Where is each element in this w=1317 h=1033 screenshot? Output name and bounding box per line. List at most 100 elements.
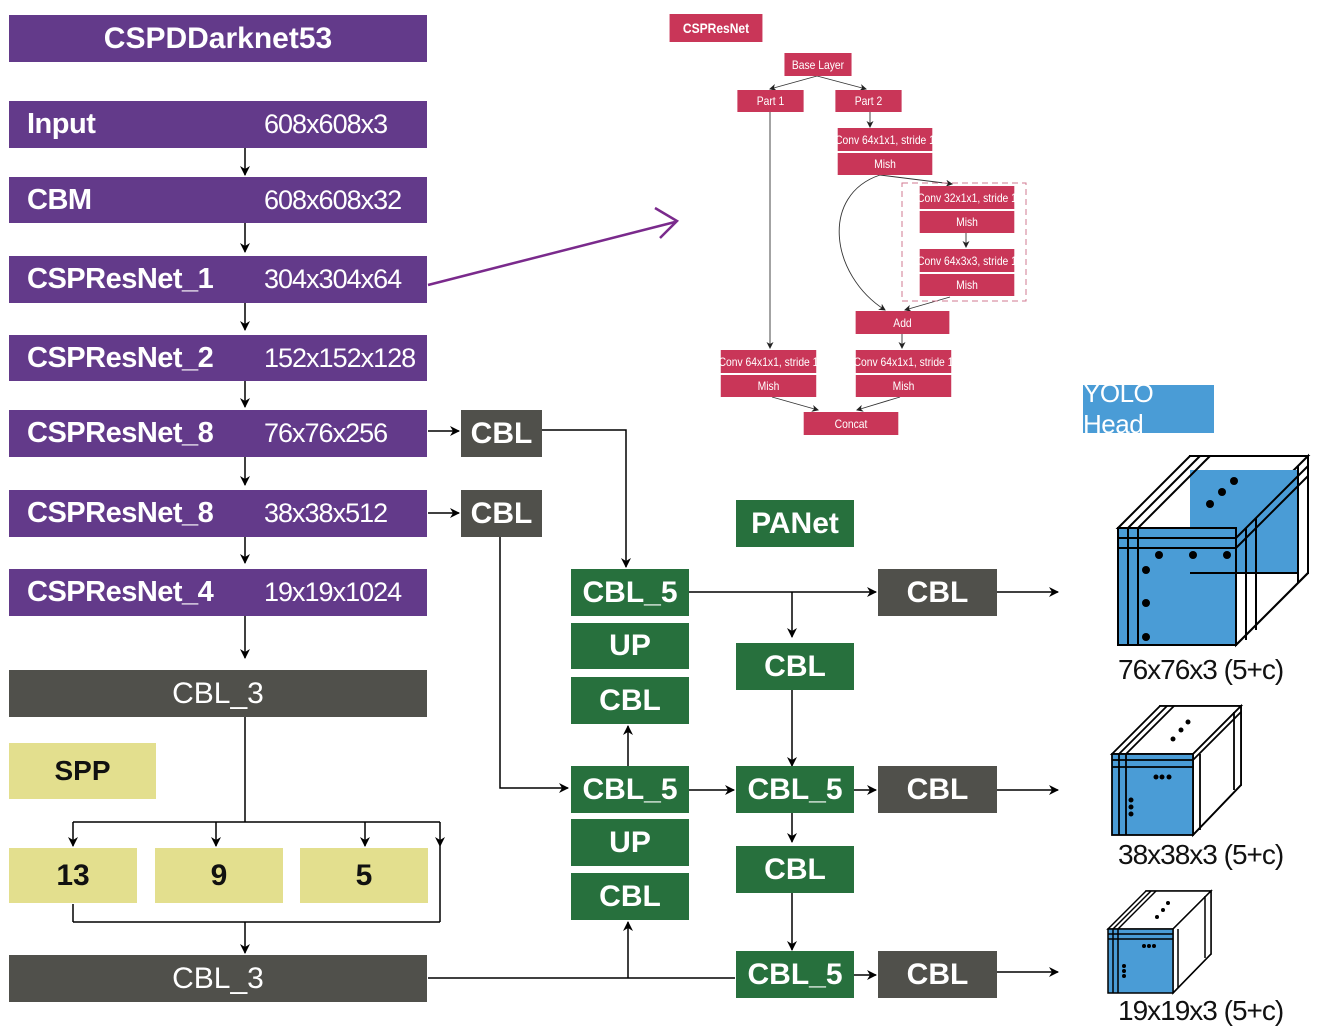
backbone-layer-cspresnet-8-b: CSPResNet_8 38x38x512 bbox=[9, 490, 427, 537]
side-cbl-38: CBL bbox=[461, 490, 542, 537]
layer-name: Input bbox=[27, 108, 96, 140]
backbone-layer-cspresnet-8-a: CSPResNet_8 76x76x256 bbox=[9, 410, 427, 457]
backbone-layer-cbm: CBM 608x608x32 bbox=[9, 177, 427, 223]
yolo-output-76-caption: 76x76x3 (5+c) bbox=[1118, 654, 1284, 685]
spp-pool-9: 9 bbox=[155, 848, 283, 903]
conv-b: Conv 32x1x1, stride 1 bbox=[917, 186, 1017, 209]
mish-left-text: Mish bbox=[757, 379, 780, 393]
conv-a: Conv 64x1x1, stride 1 bbox=[835, 128, 935, 151]
mish-b-text: Mish bbox=[956, 215, 978, 229]
conv-right-text: Conv 64x1x1, stride 1 bbox=[853, 354, 954, 369]
yolo-head-title: YOLO Head bbox=[1083, 378, 1214, 439]
yolo-output-38-caption: 38x38x3 (5+c) bbox=[1118, 839, 1284, 870]
conv-left: Conv 64x1x1, stride 1 bbox=[718, 350, 819, 373]
conv-c: Conv 64x3x3, stride 1 bbox=[917, 249, 1017, 272]
concat: Concat bbox=[803, 412, 899, 435]
mish-a-text: Mish bbox=[874, 157, 896, 171]
pool-label: 9 bbox=[210, 858, 228, 892]
layer-name: CBM bbox=[27, 183, 92, 216]
yolo-head-title-text: YOLO Head bbox=[1083, 378, 1154, 439]
panet-col1-up-bottom: UP bbox=[571, 819, 689, 866]
part-2-text: Part 2 bbox=[854, 94, 883, 108]
layer-name: CSPResNet_4 bbox=[27, 576, 214, 608]
cbl-label: CBL bbox=[470, 496, 533, 530]
cspresnet-title: CSPResNet bbox=[669, 14, 763, 42]
cbl3-label: CBL_3 bbox=[172, 676, 264, 710]
panet-title-text: PANet bbox=[751, 506, 839, 540]
block-label: UP bbox=[609, 825, 651, 859]
panet-col1-cbl5-top: CBL_5 bbox=[571, 569, 689, 616]
mish-c-text: Mish bbox=[956, 278, 978, 292]
backbone-layer-cspresnet-4: CSPResNet_4 19x19x1024 bbox=[9, 569, 427, 616]
spp-title-text: SPP bbox=[54, 755, 111, 786]
conv-c-text: Conv 64x3x3, stride 1 bbox=[917, 253, 1017, 268]
conv-b-text: Conv 32x1x1, stride 1 bbox=[917, 190, 1017, 205]
layer-dim: 19x19x1024 bbox=[264, 577, 402, 607]
block-label: CBL bbox=[764, 852, 826, 886]
layer-dim: 152x152x128 bbox=[264, 342, 416, 373]
out-cbl-76: CBL bbox=[878, 569, 997, 616]
block-label: CBL_5 bbox=[747, 772, 843, 806]
block-label: CBL bbox=[599, 683, 661, 717]
add: Add bbox=[855, 311, 950, 334]
panet-col2-cbl5-mid: CBL_5 bbox=[736, 766, 854, 813]
spp-pool-13: 13 bbox=[9, 848, 137, 903]
cbl-label: CBL bbox=[470, 416, 533, 450]
mish-a: Mish bbox=[837, 153, 933, 175]
layer-dim: 304x304x64 bbox=[264, 264, 402, 294]
block-label: CBL_5 bbox=[582, 772, 678, 806]
add-text: Add bbox=[893, 315, 912, 330]
out-cbl-38: CBL bbox=[878, 766, 997, 813]
block-label: CBL bbox=[906, 957, 969, 991]
residual-block-dashed-border bbox=[901, 182, 1027, 302]
spp-cbl3-bottom: CBL_3 bbox=[9, 955, 427, 1002]
conv-left-text: Conv 64x1x1, stride 1 bbox=[718, 354, 819, 369]
block-label: CBL bbox=[764, 649, 826, 683]
base-layer-text: Base Layer bbox=[791, 57, 845, 72]
side-cbl-76: CBL bbox=[461, 410, 542, 457]
pool-label: 13 bbox=[56, 858, 90, 892]
panet-title: PANet bbox=[736, 500, 854, 547]
block-label: CBL bbox=[906, 575, 969, 609]
layer-dim: 76x76x256 bbox=[264, 418, 388, 448]
feature-cube-19 bbox=[1106, 889, 1213, 995]
base-layer: Base Layer bbox=[784, 53, 852, 76]
cbl3-label: CBL_3 bbox=[172, 961, 264, 995]
spp-cbl3-top: CBL_3 bbox=[9, 670, 427, 717]
backbone-title-text: CSPDDarknet53 bbox=[103, 21, 333, 55]
part-2: Part 2 bbox=[835, 90, 902, 112]
spp-pool-5: 5 bbox=[300, 848, 428, 903]
part-1-text: Part 1 bbox=[756, 94, 785, 108]
backbone-title: CSPDDarknet53 bbox=[9, 15, 427, 62]
layer-name: CSPResNet_8 bbox=[27, 497, 214, 529]
panet-col1-cbl5-bottom: CBL_5 bbox=[571, 766, 689, 813]
block-label: CBL_5 bbox=[582, 575, 678, 609]
yolo-output-19-caption: 19x19x3 (5+c) bbox=[1118, 995, 1284, 1026]
layer-dim: 38x38x512 bbox=[264, 498, 388, 528]
panet-col1-up-top: UP bbox=[571, 623, 689, 669]
block-label: CBL_5 bbox=[747, 957, 843, 991]
block-label: UP bbox=[609, 629, 651, 662]
concat-text: Concat bbox=[834, 416, 868, 431]
layer-dim: 608x608x3 bbox=[264, 109, 388, 139]
panet-col2-cbl-top: CBL bbox=[736, 643, 854, 690]
out-cbl-19: CBL bbox=[878, 951, 997, 998]
feature-cube-76 bbox=[1115, 453, 1311, 648]
block-label: CBL bbox=[599, 879, 661, 913]
panet-col1-cbl-top: CBL bbox=[571, 677, 689, 724]
layer-dim: 608x608x32 bbox=[264, 184, 402, 215]
conv-a-text: Conv 64x1x1, stride 1 bbox=[835, 132, 935, 147]
feature-cube-38 bbox=[1109, 703, 1244, 838]
mish-b: Mish bbox=[919, 211, 1015, 233]
backbone-layer-input: Input 608x608x3 bbox=[9, 101, 427, 148]
mish-right-text: Mish bbox=[892, 379, 915, 393]
layer-name: CSPResNet_8 bbox=[27, 417, 214, 449]
layer-name: CSPResNet_2 bbox=[27, 341, 214, 374]
spp-title: SPP bbox=[9, 743, 156, 799]
conv-right: Conv 64x1x1, stride 1 bbox=[853, 350, 954, 373]
panet-col2-cbl-bottom: CBL bbox=[736, 846, 854, 893]
cspresnet-title-text: CSPResNet bbox=[682, 20, 750, 36]
pool-label: 5 bbox=[355, 858, 373, 892]
mish-right: Mish bbox=[855, 375, 952, 397]
